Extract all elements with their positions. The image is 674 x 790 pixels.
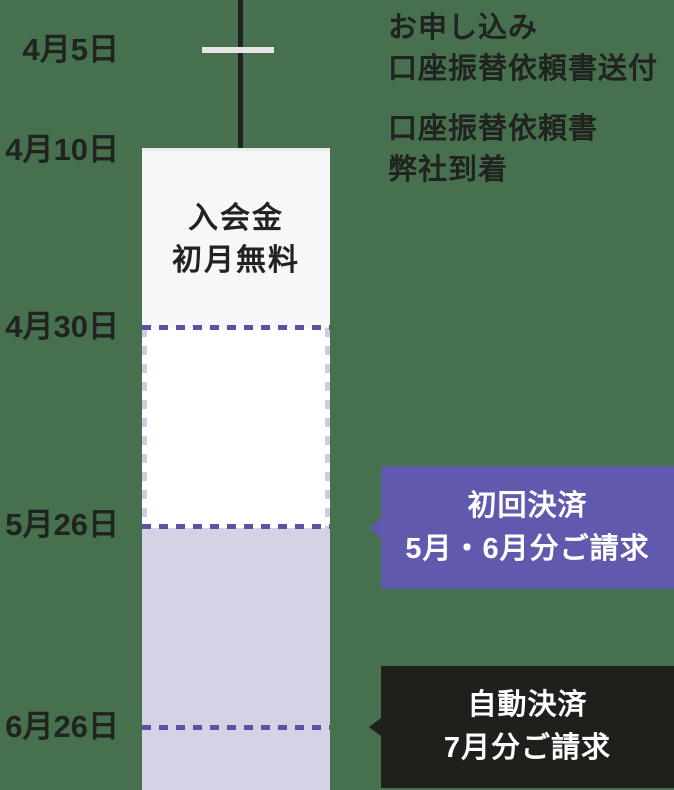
first-payment-line2: 5月・6月分ご請求	[405, 532, 650, 565]
note-form-arrival: 口座振替依頼書 弊社到着	[388, 109, 598, 191]
free-period-label-line2: 初月無料	[172, 243, 300, 277]
left-arrow-icon	[369, 518, 381, 537]
date-label-jun26: 6月26日	[5, 709, 119, 744]
note-application-line1: お申し込み	[388, 12, 539, 44]
left-arrow-icon	[369, 718, 381, 736]
date-tick-apr5	[202, 47, 274, 53]
date-label-apr30: 4月30日	[5, 309, 119, 344]
date-label-may26: 5月26日	[5, 507, 119, 542]
callout-first-payment: 初回決済 5月・6月分ご請求	[369, 466, 674, 589]
auto-payment-line2: 7月分ご請求	[443, 732, 612, 764]
pending-right-dashed-border	[325, 328, 330, 528]
auto-payment-line1: 自動決済	[467, 689, 588, 721]
note-application: お申し込み 口座振替依頼書送付	[388, 8, 658, 90]
bar-segment-billed-period	[142, 528, 330, 790]
divider-jun26	[142, 725, 330, 730]
timeline-axis-line	[238, 0, 243, 148]
pending-left-dashed-border	[142, 328, 147, 528]
note-form-arrival-line1: 口座振替依頼書	[388, 113, 599, 145]
divider-apr30	[142, 325, 330, 330]
callout-auto-payment: 自動決済 7月分ご請求	[369, 666, 674, 788]
bar-segment-free-period: 入会金 初月無料	[142, 148, 330, 328]
date-label-apr5: 4月5日	[22, 32, 119, 67]
note-application-line2: 口座振替依頼書送付	[388, 53, 659, 85]
timeline-bar: 入会金 初月無料	[142, 148, 330, 790]
note-form-arrival-line2: 弊社到着	[388, 154, 509, 186]
divider-may26	[142, 524, 330, 529]
bar-segment-pending-period	[142, 328, 330, 528]
first-payment-line1: 初回決済	[467, 489, 588, 522]
free-period-label-line1: 入会金	[188, 201, 284, 235]
date-label-apr10: 4月10日	[5, 132, 119, 167]
